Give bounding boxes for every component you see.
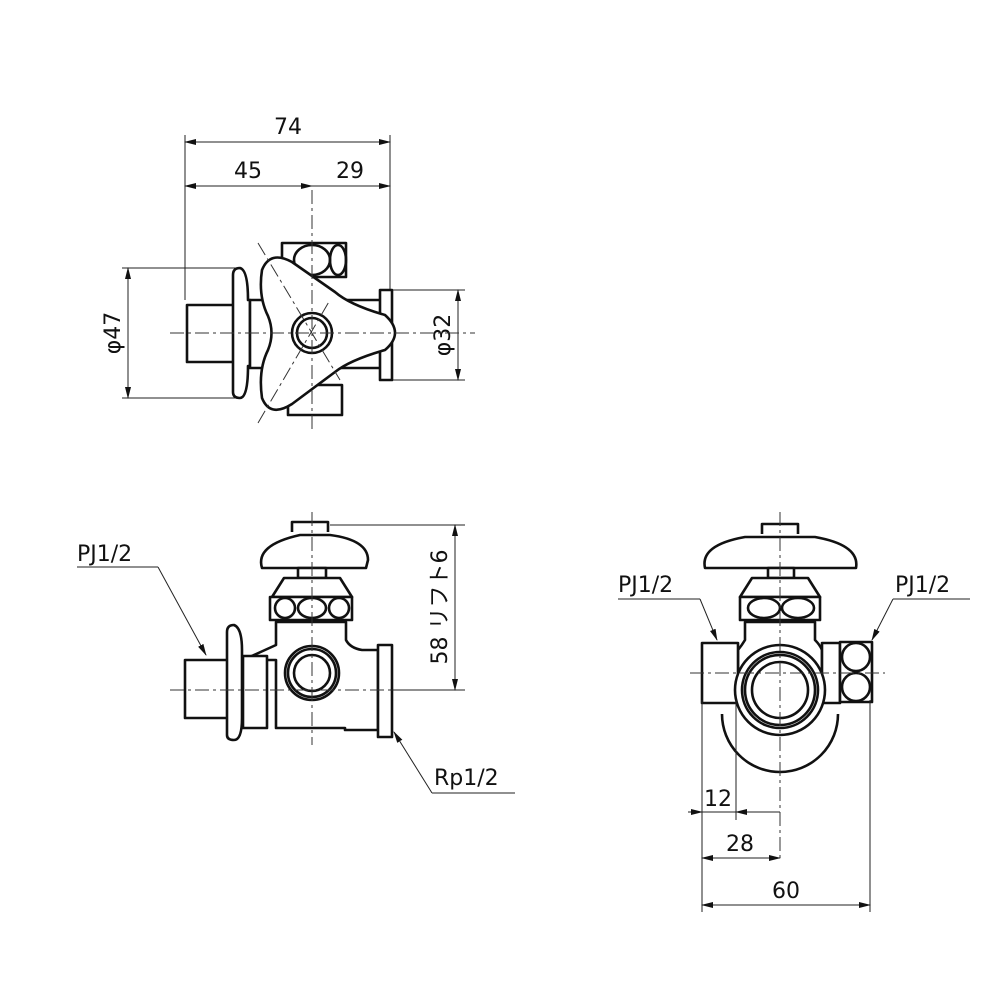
dim-phi32: φ32 [431, 314, 456, 357]
dim-74: 74 [274, 115, 302, 140]
front-view: 58 リフト6 PJ1/2 Rp1/2 [77, 512, 515, 794]
side-view: 12 28 60 PJ1/2 PJ1/2 [618, 512, 970, 912]
label-pj-right: PJ1/2 [895, 573, 950, 598]
dim-phi47: φ47 [101, 312, 126, 355]
dim-12: 12 [704, 787, 732, 812]
dim-58-lift-6: 58 リフト6 [428, 550, 453, 665]
dim-45: 45 [234, 159, 262, 184]
label-pj-inlet: PJ1/2 [77, 542, 132, 567]
dim-29: 29 [336, 159, 364, 184]
label-rp-outlet: Rp1/2 [434, 766, 499, 791]
label-pj-left: PJ1/2 [618, 573, 673, 598]
top-view: 74 45 29 φ47 φ32 [101, 115, 475, 432]
dim-60: 60 [772, 879, 800, 904]
dim-28: 28 [726, 832, 754, 857]
top-view-dimensions: 74 45 29 φ47 φ32 [101, 115, 465, 399]
